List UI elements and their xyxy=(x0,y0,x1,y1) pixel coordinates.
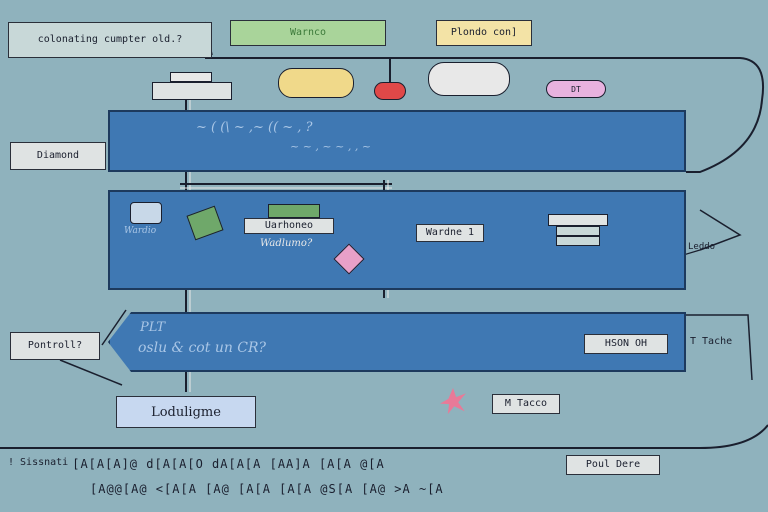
yellow-tab[interactable]: Plondo con] xyxy=(436,20,532,46)
green-folder-icon[interactable] xyxy=(186,205,224,241)
blue-box-label[interactable]: Loduligme xyxy=(116,396,256,428)
top-band-scribble: ~ ( (\ ~ ,~ (( ~ , ? xyxy=(196,120,313,135)
left-bottom-label: Pontroll? xyxy=(10,332,100,360)
mid-panel-tabs xyxy=(268,204,320,218)
row2-icons: [A@@[A@ <[A[A [A@ [A[A [A[A @S[A [A@ >A … xyxy=(90,482,444,496)
bottom-band-scribble: PLT xyxy=(140,320,165,335)
monitor-icon[interactable] xyxy=(130,202,162,224)
bottom-right-box: HSON OH xyxy=(584,334,668,354)
m-tacco-callout: M Tacco xyxy=(492,394,560,414)
mid-panel-label: Uarhoneo xyxy=(244,218,334,234)
bottom-row-2: [A@@[A@ <[A[A [A@ [A[A [A[A @S[A [A@ >A … xyxy=(90,482,444,496)
mid-right-label: Leddo xyxy=(688,242,716,252)
server-icon[interactable] xyxy=(152,72,232,100)
monitor-label: Wardio xyxy=(124,226,157,236)
bottom-band[interactable]: PLT oslu & cot un CR? HSON OH xyxy=(108,312,686,372)
mid-badge: Wardne 1 xyxy=(416,224,484,242)
middle-band[interactable]: Wardio Uarhoneo Wadlumo? Wardne 1 Leddo xyxy=(108,190,715,290)
question-label: colonating cumpter old.? xyxy=(8,22,212,58)
pink-pill[interactable]: DT xyxy=(546,80,606,98)
row1-icons: [A[A[A]@ d[A[A[O dA[A[A [AA]A [A[A @[A xyxy=(72,457,385,471)
stacked-server-icon[interactable] xyxy=(548,214,608,250)
bottom-band-scribble-sub: oslu & cot un CR? xyxy=(138,340,267,356)
top-band[interactable]: ~ ( (\ ~ ,~ (( ~ , ? ~ ~ , ~ ~ , , ~ xyxy=(108,110,686,172)
gold-pill[interactable] xyxy=(278,68,354,98)
cloud-pill[interactable] xyxy=(428,62,510,96)
green-tab[interactable]: Warnco xyxy=(230,20,386,46)
top-band-scribble-sub: ~ ~ , ~ ~ , , ~ xyxy=(290,140,372,153)
red-pin-icon[interactable] xyxy=(372,58,408,102)
bottom-right-text: T Tache xyxy=(690,336,733,347)
mid-panel-sub: Wadlumo? xyxy=(260,238,313,249)
left-top-label: Diamond xyxy=(10,142,106,170)
pink-node-icon[interactable] xyxy=(333,243,365,275)
bottom-row-1: ! Sissnati [A[A[A]@ d[A[A[O dA[A[A [AA]A… xyxy=(8,457,385,471)
right-box-callout: Poul Dere xyxy=(566,455,660,475)
row1-prefix: ! Sissnati xyxy=(8,457,69,468)
